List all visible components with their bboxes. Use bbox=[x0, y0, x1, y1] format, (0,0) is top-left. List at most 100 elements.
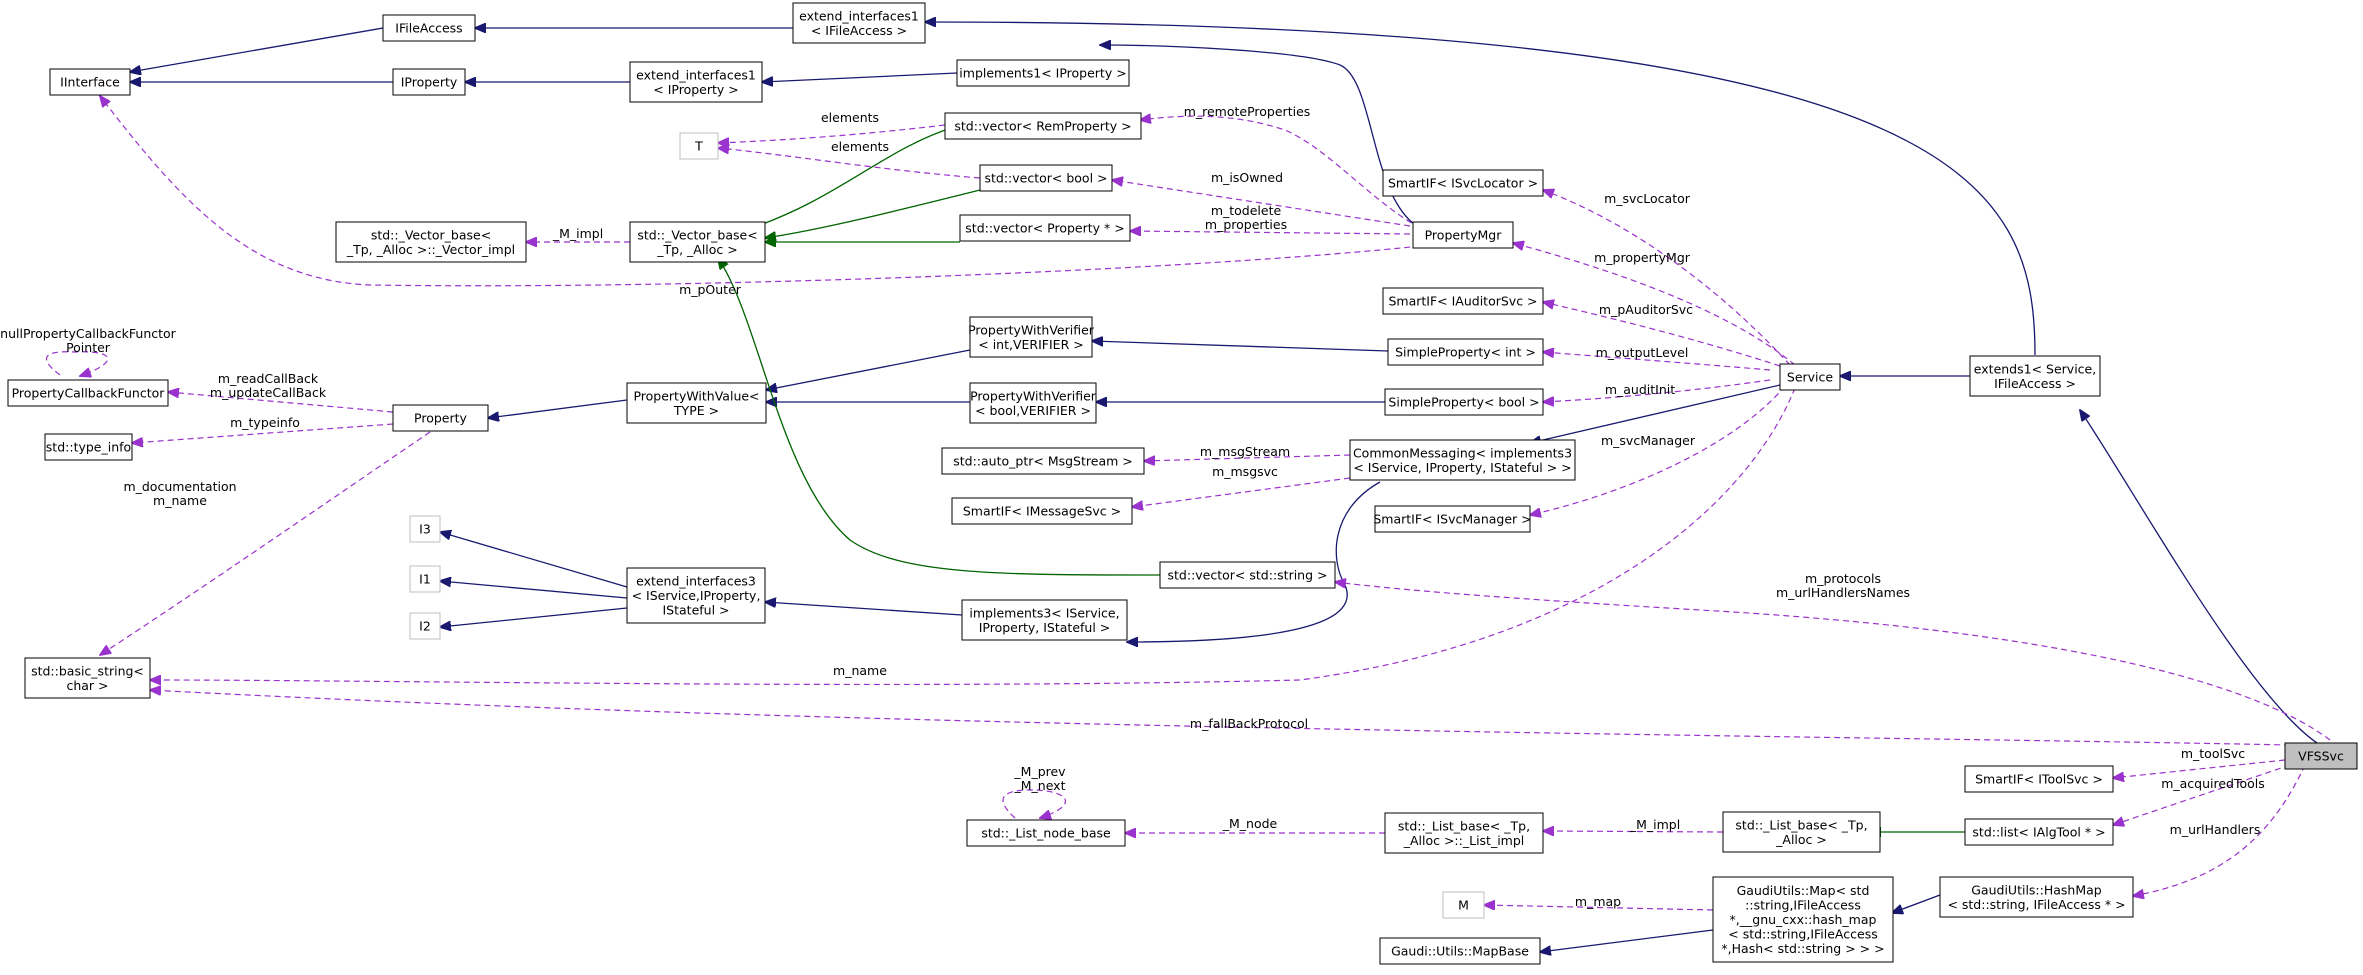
node-box bbox=[1712, 876, 1894, 963]
node-vector-remproperty[interactable]: std::vector< RemProperty > bbox=[944, 112, 1142, 140]
node-service[interactable]: Service bbox=[1779, 363, 1841, 391]
node-propertywithvalue[interactable]: PropertyWithValue<TYPE > bbox=[626, 382, 767, 424]
node-box bbox=[392, 68, 466, 96]
edge-label-m-remoteproperties: m_remoteProperties bbox=[1184, 104, 1311, 119]
node-label: I3 bbox=[419, 522, 431, 537]
node-box bbox=[1384, 812, 1544, 854]
node-gaudiutils-map[interactable]: GaudiUtils::Map< std::string,IFileAccess… bbox=[1712, 876, 1894, 963]
node-commonmessaging[interactable]: CommonMessaging< implements3< IService, … bbox=[1349, 439, 1576, 481]
node-auto-ptr-msgstream[interactable]: std::auto_ptr< MsgStream > bbox=[941, 447, 1145, 475]
node-label: < IService,IProperty, bbox=[632, 588, 761, 603]
edge-vector-string-to-vectorbase bbox=[718, 258, 1161, 576]
edge-service-to-commonmessaging bbox=[1530, 384, 1781, 443]
node-label: *,__gnu_cxx::hash_map bbox=[1730, 912, 1877, 927]
node-property[interactable]: Property bbox=[392, 404, 489, 432]
edge-gumap-to-m bbox=[1484, 905, 1714, 911]
node-label: std::vector< RemProperty > bbox=[954, 119, 1131, 134]
node-box bbox=[1969, 355, 2101, 397]
node-propertywithverifier-int[interactable]: PropertyWithVerifier< int,VERIFIER > bbox=[968, 316, 1095, 358]
node-label: < IProperty > bbox=[653, 82, 738, 97]
node-implements1-iproperty[interactable]: implements1< IProperty > bbox=[956, 59, 1130, 87]
node-label: Gaudi::Utils::MapBase bbox=[1391, 944, 1529, 959]
edge-label-nullpropertycallbackfunctor: nullPropertyCallbackFunctor bbox=[0, 326, 176, 341]
node-i3[interactable]: I3 bbox=[409, 515, 441, 543]
node-basic-string[interactable]: std::basic_string<char > bbox=[24, 657, 151, 699]
node-label: IProperty, IStateful > bbox=[979, 620, 1111, 635]
edge-label-m-documentation: m_name bbox=[153, 493, 207, 508]
edge-list-node-base-self bbox=[1002, 789, 1067, 818]
node-propertymgr[interactable]: PropertyMgr bbox=[1412, 221, 1514, 249]
node-list-impl[interactable]: std::_List_base< _Tp,_Alloc >::_List_imp… bbox=[1384, 812, 1544, 854]
edge-implements1-to-extend1 bbox=[762, 72, 958, 82]
node-vector-bool[interactable]: std::vector< bool > bbox=[979, 164, 1113, 192]
node-t[interactable]: T bbox=[679, 132, 719, 160]
node-extend-interfaces1-ifileaccess[interactable]: extend_interfaces1< IFileAccess > bbox=[792, 2, 926, 44]
node-i2[interactable]: I2 bbox=[409, 612, 441, 640]
edge-property-to-callbackfunctor bbox=[168, 392, 394, 413]
node-extends1-service[interactable]: extends1< Service,IFileAccess > bbox=[1969, 355, 2101, 397]
node-label: GaudiUtils::Map< std bbox=[1737, 883, 1870, 898]
node-list-base[interactable]: std::_List_base< _Tp,_Alloc > bbox=[1722, 811, 1881, 853]
node-hashmap[interactable]: GaudiUtils::HashMap< std::string, IFileA… bbox=[1939, 876, 2134, 918]
node-extend-interfaces3[interactable]: extend_interfaces3< IService,IProperty,I… bbox=[626, 567, 766, 624]
edge-label-m-propertymgr: m_propertyMgr bbox=[1594, 250, 1691, 265]
edge-label-elements-2: elements bbox=[831, 139, 889, 154]
node-label: char > bbox=[66, 678, 108, 693]
node-mapbase[interactable]: Gaudi::Utils::MapBase bbox=[1379, 937, 1541, 965]
node-label: Property bbox=[414, 411, 467, 426]
node-label: PropertyWithValue< bbox=[633, 388, 759, 403]
edge-vfssvc-to-hashmap bbox=[2133, 764, 2306, 896]
edge-vector-remprop-to-t bbox=[718, 124, 946, 143]
edge-label-elements-1: elements bbox=[821, 110, 879, 125]
edge-labels: elementselementsm_remotePropertiesm_isOw… bbox=[0, 104, 2265, 909]
node-i1[interactable]: I1 bbox=[409, 565, 441, 593]
node-smartif-isvcmanager[interactable]: SmartIF< ISvcManager > bbox=[1373, 505, 1532, 533]
node-simpleproperty-bool[interactable]: SimpleProperty< bool > bbox=[1384, 388, 1544, 416]
edge-commonmessaging-to-autoptr bbox=[1144, 454, 1351, 461]
node-box bbox=[409, 565, 441, 593]
node-propertywithverifier-bool[interactable]: PropertyWithVerifier< bool,VERIFIER > bbox=[969, 382, 1097, 424]
node-simpleproperty-int[interactable]: SimpleProperty< int > bbox=[1387, 338, 1544, 366]
node-vector-impl[interactable]: std::_Vector_base<_Tp, _Alloc >::_Vector… bbox=[335, 221, 527, 263]
node-type-info[interactable]: std::type_info bbox=[44, 433, 133, 461]
node-implements3[interactable]: implements3< IService,IProperty, IStatef… bbox=[961, 599, 1128, 641]
node-box bbox=[392, 404, 489, 432]
edges bbox=[45, 22, 2331, 952]
edge-property-to-typeinfo bbox=[132, 423, 394, 443]
node-list-node-base[interactable]: std::_List_node_base bbox=[966, 819, 1126, 847]
node-label: _Alloc >::_List_impl bbox=[1403, 833, 1525, 848]
node-m[interactable]: M bbox=[1442, 891, 1485, 919]
edge-label-m-impl-vector: _M_impl bbox=[552, 226, 603, 241]
node-box bbox=[44, 433, 133, 461]
node-box bbox=[382, 14, 476, 42]
node-vector-base[interactable]: std::_Vector_base<_Tp, _Alloc > bbox=[629, 221, 766, 263]
node-label: std::type_info bbox=[46, 440, 131, 455]
edge-label-m-pauditorsvc: m_pAuditorSvc bbox=[1599, 302, 1693, 317]
node-label: std::vector< bool > bbox=[984, 171, 1107, 186]
node-vector-property-ptr[interactable]: std::vector< Property * > bbox=[959, 214, 1131, 242]
node-box bbox=[49, 68, 131, 96]
node-smartif-iauditorsvc[interactable]: SmartIF< IAuditorSvc > bbox=[1382, 287, 1544, 315]
node-ifileaccess[interactable]: IFileAccess bbox=[382, 14, 476, 42]
node-smartif-isvclocator[interactable]: SmartIF< ISvcLocator > bbox=[1382, 169, 1544, 197]
node-iproperty[interactable]: IProperty bbox=[392, 68, 466, 96]
node-box bbox=[1412, 221, 1514, 249]
edge-ext3-to-i2 bbox=[440, 607, 628, 627]
node-label: Service bbox=[1787, 370, 1834, 385]
node-vector-string[interactable]: std::vector< std::string > bbox=[1159, 561, 1336, 589]
edge-pwv-int-to-pwv bbox=[766, 349, 971, 390]
edge-label-m-protocols: m_protocols bbox=[1805, 571, 1881, 586]
node-smartif-imessagesvc[interactable]: SmartIF< IMessageSvc > bbox=[951, 497, 1133, 525]
node-vfssvc[interactable]: VFSSvc bbox=[2284, 742, 2358, 770]
node-extend-interfaces1-iproperty[interactable]: extend_interfaces1< IProperty > bbox=[629, 61, 763, 103]
node-box bbox=[24, 657, 151, 699]
node-label: PropertyWithVerifier bbox=[968, 322, 1095, 337]
node-box bbox=[969, 316, 1093, 358]
node-smartif-itoolsvc[interactable]: SmartIF< IToolSvc > bbox=[1964, 765, 2114, 793]
node-label: implements3< IService, bbox=[969, 605, 1119, 620]
node-label: std::_Vector_base< bbox=[371, 227, 491, 242]
edge-label-m-prev: _M_prev bbox=[1013, 764, 1066, 779]
node-propertycallbackfunctor[interactable]: PropertyCallbackFunctor bbox=[7, 379, 169, 407]
node-list-ialgtool[interactable]: std::list< IAlgTool * > bbox=[1964, 818, 2114, 846]
node-iinterface[interactable]: IInterface bbox=[49, 68, 131, 96]
